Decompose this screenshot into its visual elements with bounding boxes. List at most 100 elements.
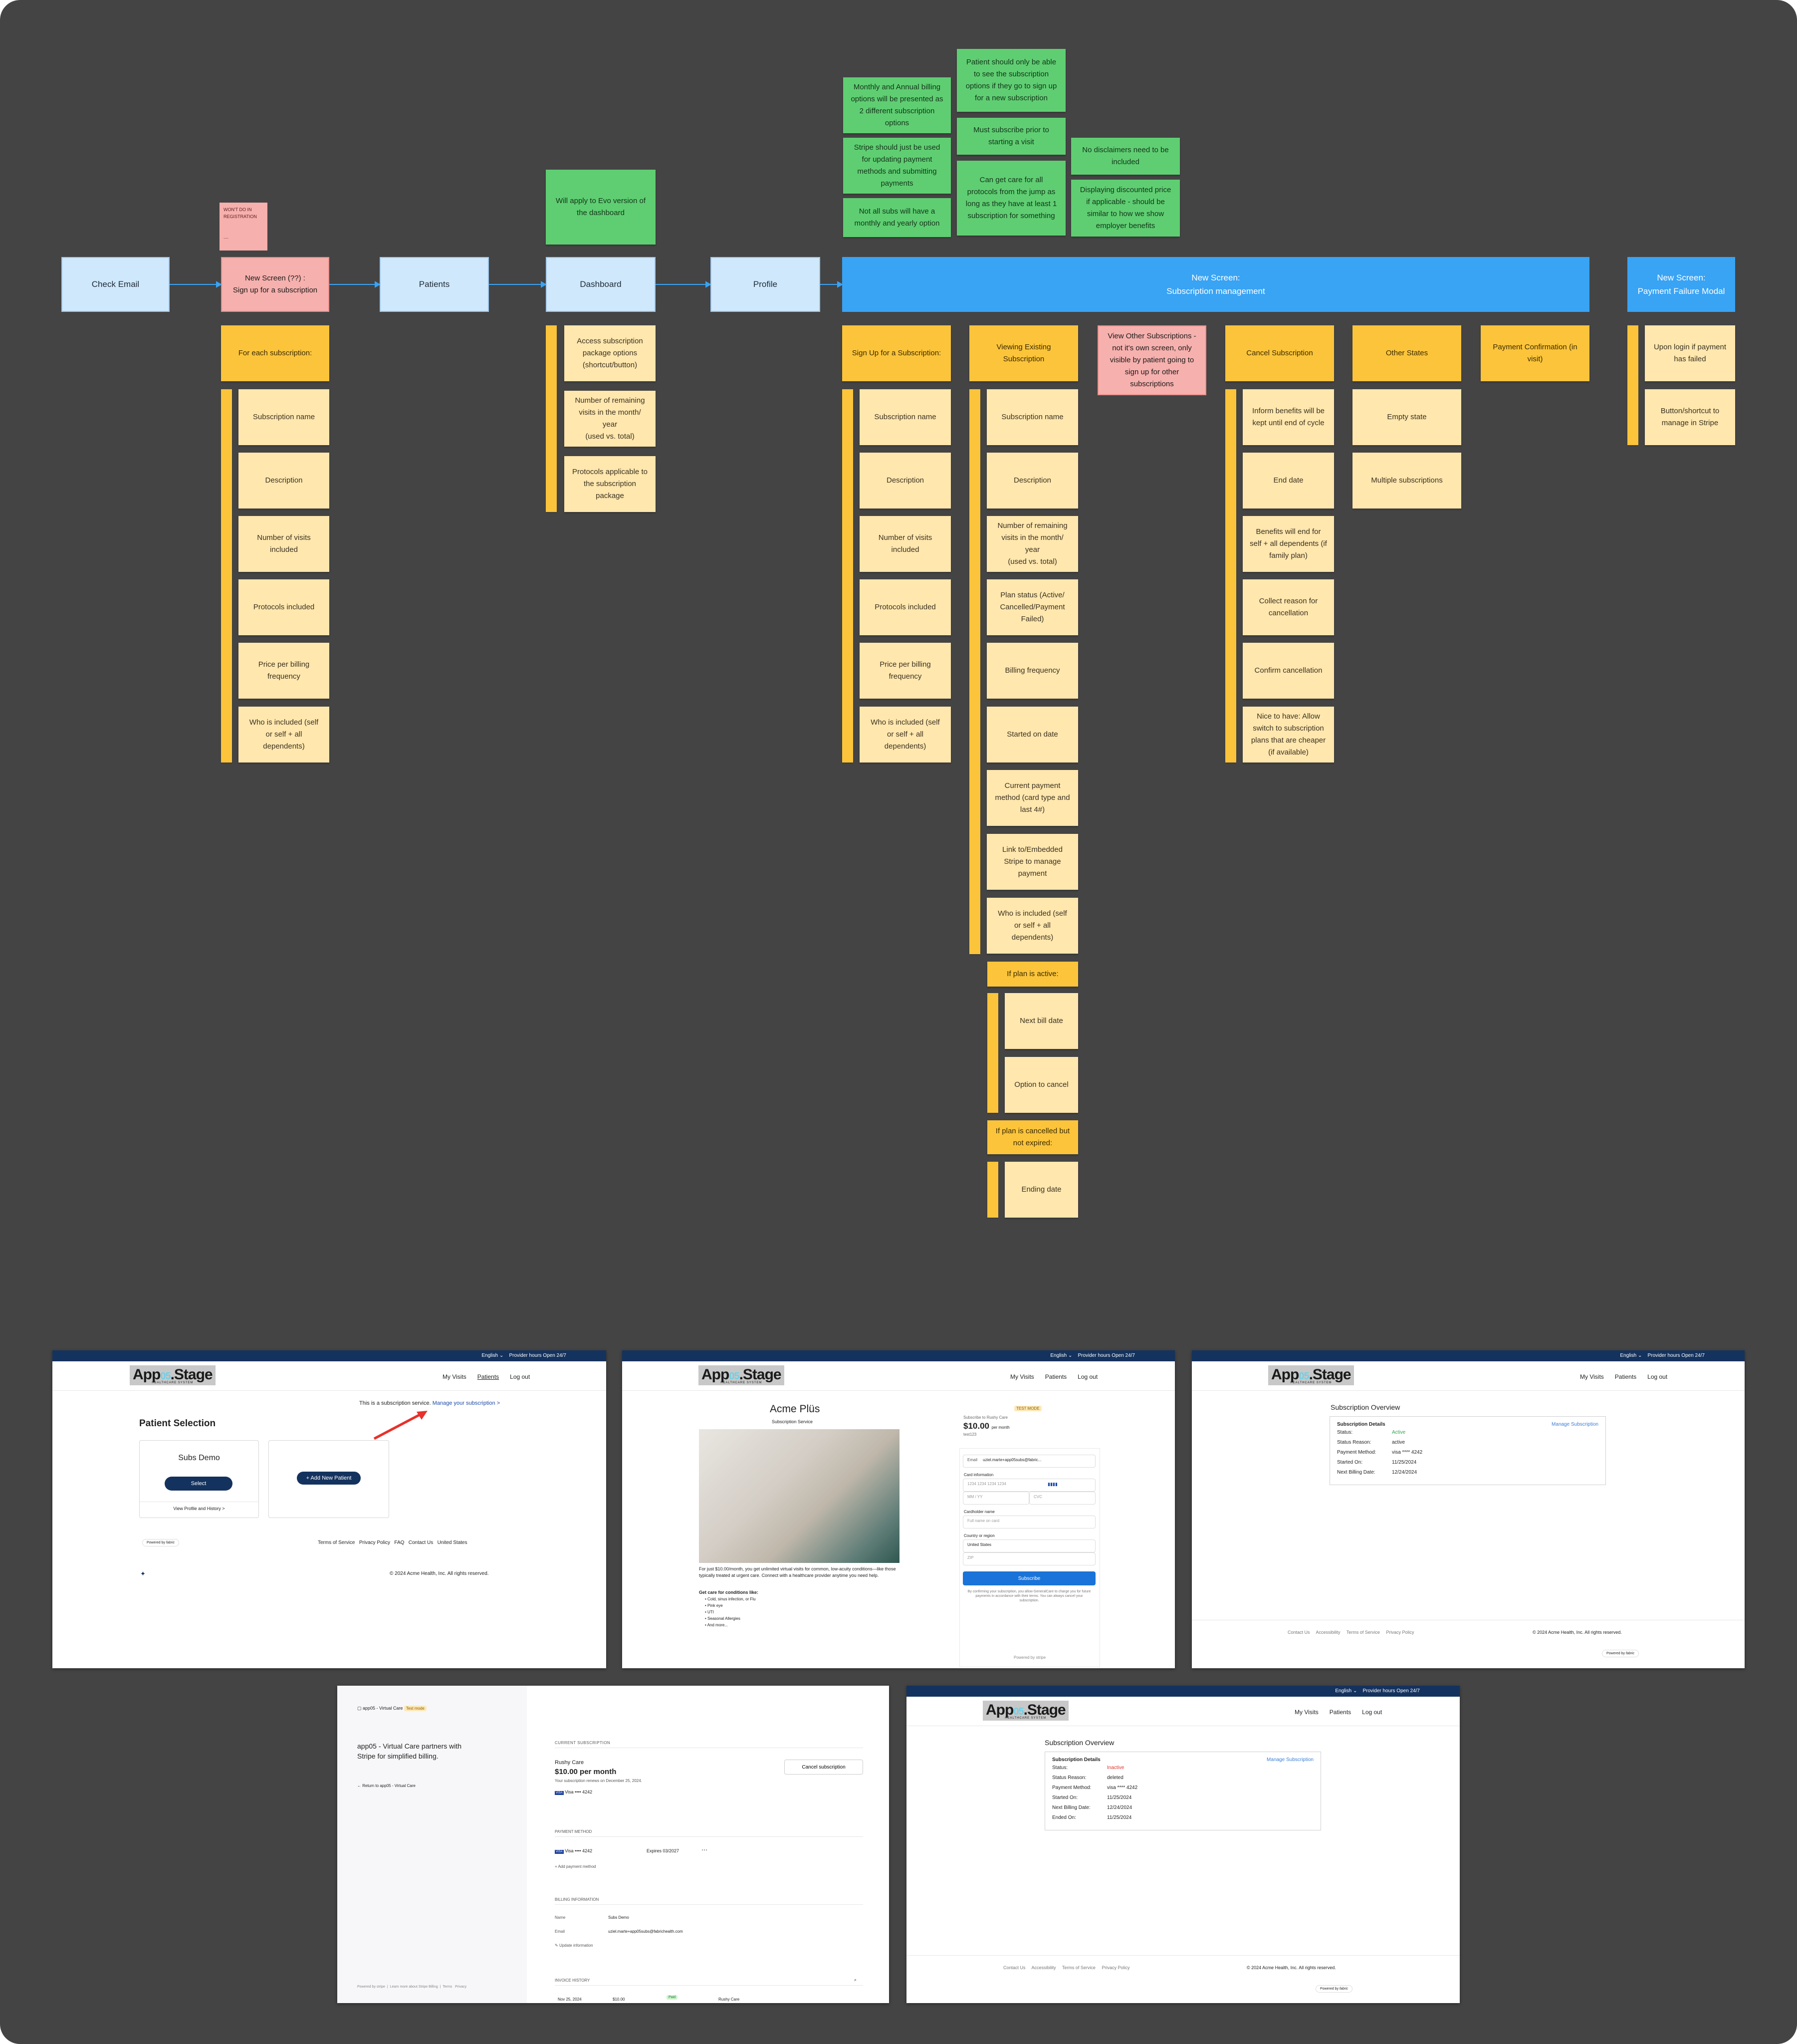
nav-my-visits[interactable]: My Visits (1295, 1709, 1319, 1716)
detail-key: Ended On: (1052, 1814, 1076, 1820)
current-subscription-label: CURRENT SUBSCRIPTION (555, 1741, 611, 1745)
main-nav: My Visits Patients Log out (1284, 1709, 1382, 1716)
signup-screen-node[interactable]: New Screen (??) : Sign up for a subscrip… (221, 257, 329, 312)
nav-patients[interactable]: Patients (477, 1373, 499, 1380)
add-payment-link[interactable]: + Add payment method (555, 1864, 596, 1869)
lang-select[interactable]: English (1335, 1688, 1352, 1694)
zip-field[interactable]: ZIP (963, 1552, 1096, 1565)
return-link[interactable]: ← Return to app05 - Virtual Care (357, 1784, 416, 1788)
subscription-notice: This is a subscription service. Manage y… (359, 1400, 500, 1406)
nav-logout[interactable]: Log out (1362, 1709, 1382, 1716)
manage-subscription-link[interactable]: Manage Subscription (1267, 1757, 1314, 1763)
detail-row: Payment Method:visa **** 4242 (1052, 1783, 1314, 1792)
profile-node[interactable]: Profile (710, 257, 820, 312)
plan-name: Rushy Care (555, 1760, 584, 1766)
select-button[interactable]: Select (165, 1477, 232, 1491)
view-history-link[interactable]: View Profile and History > (173, 1506, 225, 1511)
nav-patients[interactable]: Patients (1329, 1709, 1351, 1716)
note-stripe-update: Stripe should just be used for updating … (843, 138, 951, 194)
footer-privacy[interactable]: Privacy Policy (1386, 1630, 1414, 1635)
cancelled-bar (987, 1162, 998, 1218)
logo-text: App (986, 1702, 1014, 1718)
other-states-header: Other States (1352, 325, 1461, 381)
nav-logout[interactable]: Log out (1078, 1373, 1098, 1380)
add-patient-button[interactable]: + Add New Patient (297, 1472, 361, 1485)
logo-accent: 05 (1299, 1371, 1309, 1382)
detail-value: deleted (1107, 1775, 1123, 1781)
payment-failure-node[interactable]: New Screen: Payment Failure Modal (1627, 257, 1735, 312)
footer-terms[interactable]: Terms of Service (1346, 1630, 1380, 1635)
nav-patients[interactable]: Patients (1614, 1373, 1637, 1380)
footer-contact[interactable]: Contact Us (1003, 1965, 1026, 1970)
manage-subscription-link[interactable]: Manage your subscription > (432, 1400, 500, 1406)
nav-my-visits[interactable]: My Visits (443, 1373, 466, 1380)
footer-contact[interactable]: Contact Us (1288, 1630, 1310, 1635)
twitter-icon[interactable]: ✦ (140, 1570, 146, 1577)
main-nav: My Visits Patients Log out (999, 1373, 1098, 1380)
learn-link[interactable]: Learn more about Stripe Billing (390, 1985, 438, 1989)
portal-brand: ▢ app05 - Virtual Care Test mode (357, 1706, 427, 1711)
condition-item: • Cold, sinus infection, or Flu (705, 1597, 756, 1601)
more-icon[interactable]: ⋯ (701, 1846, 707, 1853)
lang-select[interactable]: English (1050, 1353, 1067, 1358)
footer-terms[interactable]: Terms of Service (318, 1540, 355, 1545)
payment-method-label: PAYMENT METHOD (555, 1829, 592, 1834)
signup-item: Who is included (self or self + all depe… (238, 707, 329, 763)
terms-text: By confirming your subscription, you all… (967, 1590, 1091, 1603)
cardholder-field[interactable]: Full name on card (963, 1516, 1096, 1529)
patients-node[interactable]: Patients (380, 257, 489, 312)
privacy-link[interactable]: Privacy (455, 1985, 467, 1989)
cardholder-label: Cardholder name (964, 1510, 995, 1514)
cancel-subscription-button[interactable]: Cancel subscription (784, 1760, 863, 1775)
dashboard-node[interactable]: Dashboard (546, 257, 656, 312)
expiry-field[interactable]: MM / YY (963, 1492, 1029, 1505)
signup-sub-item: Protocols included (860, 579, 951, 635)
footer-faq[interactable]: FAQ (394, 1540, 405, 1545)
email-field[interactable]: Email uziel.marte+app05subs@fabric... (963, 1455, 1096, 1468)
detail-key: Status Reason: (1337, 1439, 1371, 1445)
notice-text: This is a subscription service. (359, 1400, 431, 1406)
renewal-text: Your subscription renews on December 25,… (555, 1779, 642, 1783)
nav-my-visits[interactable]: My Visits (1580, 1373, 1604, 1380)
subscribe-button[interactable]: Subscribe (963, 1571, 1096, 1585)
nav-logout[interactable]: Log out (510, 1373, 530, 1380)
lang-select[interactable]: English (1620, 1353, 1637, 1358)
billing-email-value: uziel.marte+app05subs@fabrichealth.com (608, 1929, 683, 1934)
provider-hours: Provider hours Open 24/7 (1362, 1688, 1420, 1694)
overview-title: Subscription Overview (1331, 1403, 1400, 1411)
invoice-status: Paid (667, 1995, 678, 2000)
patient-name: Subs Demo (178, 1454, 220, 1462)
footer-accessibility[interactable]: Accessibility (1031, 1965, 1056, 1970)
screenshot-billing-portal: ▢ app05 - Virtual Care Test mode app05 -… (337, 1686, 889, 2003)
cancel-item: Collect reason for cancellation (1243, 579, 1334, 635)
terms-link[interactable]: Terms (443, 1985, 452, 1989)
footer-privacy[interactable]: Privacy Policy (1102, 1965, 1130, 1970)
check-email-node[interactable]: Check Email (61, 257, 170, 312)
active-header: If plan is active: (987, 962, 1078, 987)
search-icon[interactable]: ⌕ (854, 1977, 857, 1982)
nav-patients[interactable]: Patients (1045, 1373, 1067, 1380)
top-bar: English ⌄ Provider hours Open 24/7 (1192, 1350, 1745, 1361)
nav-logout[interactable]: Log out (1647, 1373, 1668, 1380)
test-mode-badge: TEST MODE (1014, 1403, 1042, 1412)
lang-select[interactable]: English (481, 1353, 498, 1358)
country-select[interactable]: United States (963, 1539, 1096, 1552)
footer-privacy[interactable]: Privacy Policy (359, 1540, 391, 1545)
footer-accessibility[interactable]: Accessibility (1316, 1630, 1341, 1635)
payment-confirmation-note: Payment Confirmation (in visit) (1481, 325, 1589, 381)
footer-contact[interactable]: Contact Us (408, 1540, 434, 1545)
payment-form: Email uziel.marte+app05subs@fabric... Ca… (959, 1448, 1100, 1667)
logo-accent: 05 (729, 1371, 739, 1382)
footer-country[interactable]: United States (437, 1540, 467, 1545)
subscription-management-node[interactable]: New Screen: Subscription management (842, 257, 1589, 312)
card-number-field[interactable]: 1234 1234 1234 1234 (963, 1479, 1096, 1492)
signup-sub-item: Description (860, 453, 951, 509)
other-states-item: Multiple subscriptions (1352, 453, 1461, 509)
nav-my-visits[interactable]: My Visits (1010, 1373, 1034, 1380)
footer-terms[interactable]: Terms of Service (1062, 1965, 1096, 1970)
manage-subscription-link[interactable]: Manage Subscription (1552, 1422, 1598, 1427)
update-info-link[interactable]: ✎ Update information (555, 1943, 593, 1948)
invoice-date[interactable]: Nov 25, 2024 (558, 1997, 582, 2002)
cvc-field[interactable]: CVC (1029, 1492, 1096, 1505)
section-divider (555, 1985, 863, 1986)
